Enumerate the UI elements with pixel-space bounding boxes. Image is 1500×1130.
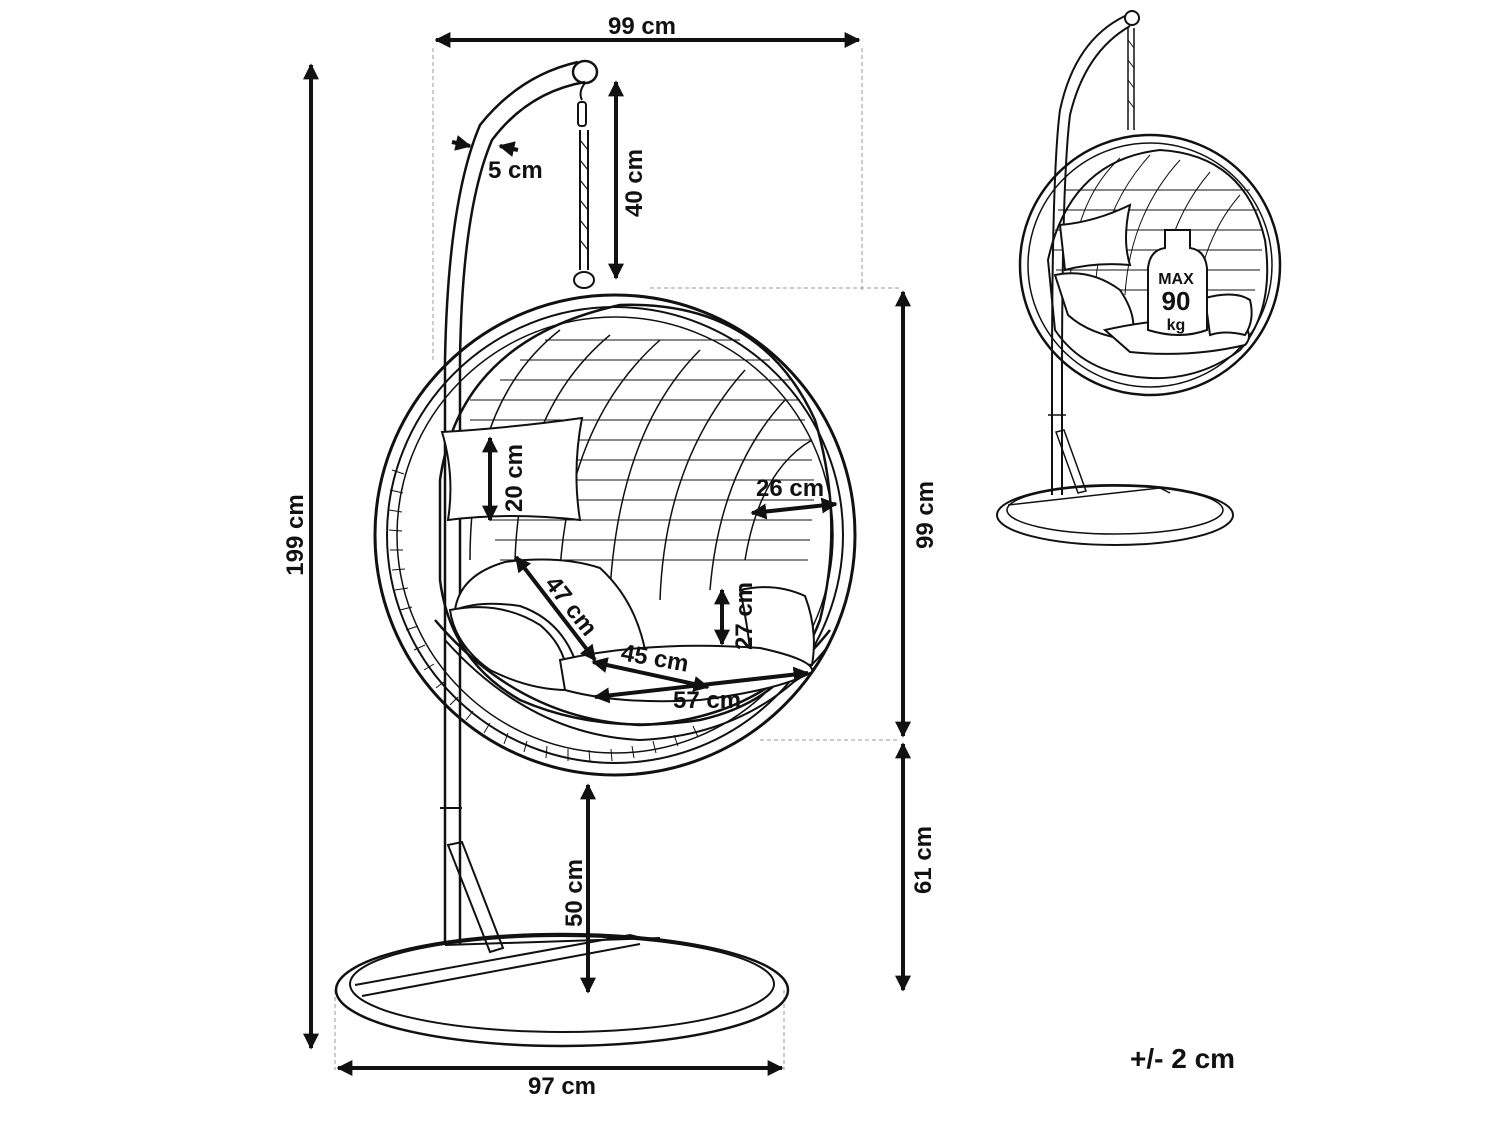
chair-height-label: 99 cm [912, 481, 939, 549]
egg-chair-basket [373, 293, 857, 777]
stand-pole [440, 59, 599, 954]
pole-diameter-label: 5 cm [488, 157, 543, 184]
side-cushion-height-label: 27 cm [731, 582, 758, 650]
tolerance-note: +/- 2 cm [1130, 1043, 1235, 1074]
dimension-arrows [303, 32, 911, 1076]
hanging-chair-perspective-drawing: MAX 90 kg [996, 10, 1282, 546]
base-to-chair-label: 50 cm [561, 859, 588, 927]
seat-width-label: 57 cm [673, 687, 741, 714]
base-width-label: 97 cm [528, 1073, 596, 1100]
guide-lines [334, 48, 900, 1070]
weight-capacity-max-label: MAX [1158, 271, 1194, 288]
opening-depth-label: 26 cm [756, 475, 824, 502]
overall-width-label: 99 cm [608, 13, 676, 40]
overall-height-label: 199 cm [282, 494, 309, 575]
weight-capacity-tag: MAX 90 kg [1147, 229, 1208, 336]
seat-clearance-label: 61 cm [910, 826, 937, 894]
weight-capacity-unit: kg [1167, 317, 1186, 334]
hanging-chair-main-drawing: 99 cm 199 cm 97 cm 5 cm 40 cm 20 cm 26 c… [282, 13, 939, 1100]
chain-length-label: 40 cm [621, 149, 648, 217]
back-cushion-height-label: 20 cm [501, 444, 528, 512]
stand-base [334, 932, 790, 1048]
weight-capacity-value: 90 [1162, 286, 1191, 316]
hanging-chain [573, 82, 595, 289]
